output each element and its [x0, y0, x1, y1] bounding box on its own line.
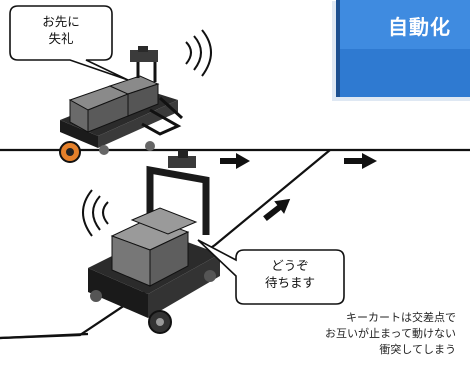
caption-line1: キーカートは交差点で	[346, 311, 456, 324]
bubble-right-text: どうぞ 待ちます	[236, 257, 344, 291]
title-band	[340, 0, 470, 49]
title-text: 自動化	[388, 15, 451, 39]
arrow-right-2	[344, 153, 377, 169]
bubble-left-line2: 失礼	[48, 31, 74, 46]
caption-line2: お互いが止まって動けない	[324, 327, 456, 340]
direction-arrows	[220, 153, 377, 221]
bubble-right-line1: どうぞ	[271, 258, 309, 273]
upper-cart	[59, 29, 212, 163]
title-box: 自動化	[336, 0, 470, 97]
bubble-left-line1: お先に	[42, 14, 80, 29]
speech-bubble-right	[197, 239, 345, 305]
caption: キーカートは交差点で お互いが止まって動けない 衝突してしまう	[325, 310, 456, 358]
bubble-left-text: お先に 失礼	[10, 13, 112, 47]
arrow-diagonal	[263, 198, 291, 221]
lower-cart	[82, 150, 220, 334]
arrow-right-1	[220, 153, 250, 169]
speech-bubble-left	[9, 5, 129, 81]
bubble-right-line2: 待ちます	[264, 275, 315, 290]
caption-line3: 衝突してしまう	[379, 343, 456, 356]
road-lower-left	[0, 332, 89, 340]
